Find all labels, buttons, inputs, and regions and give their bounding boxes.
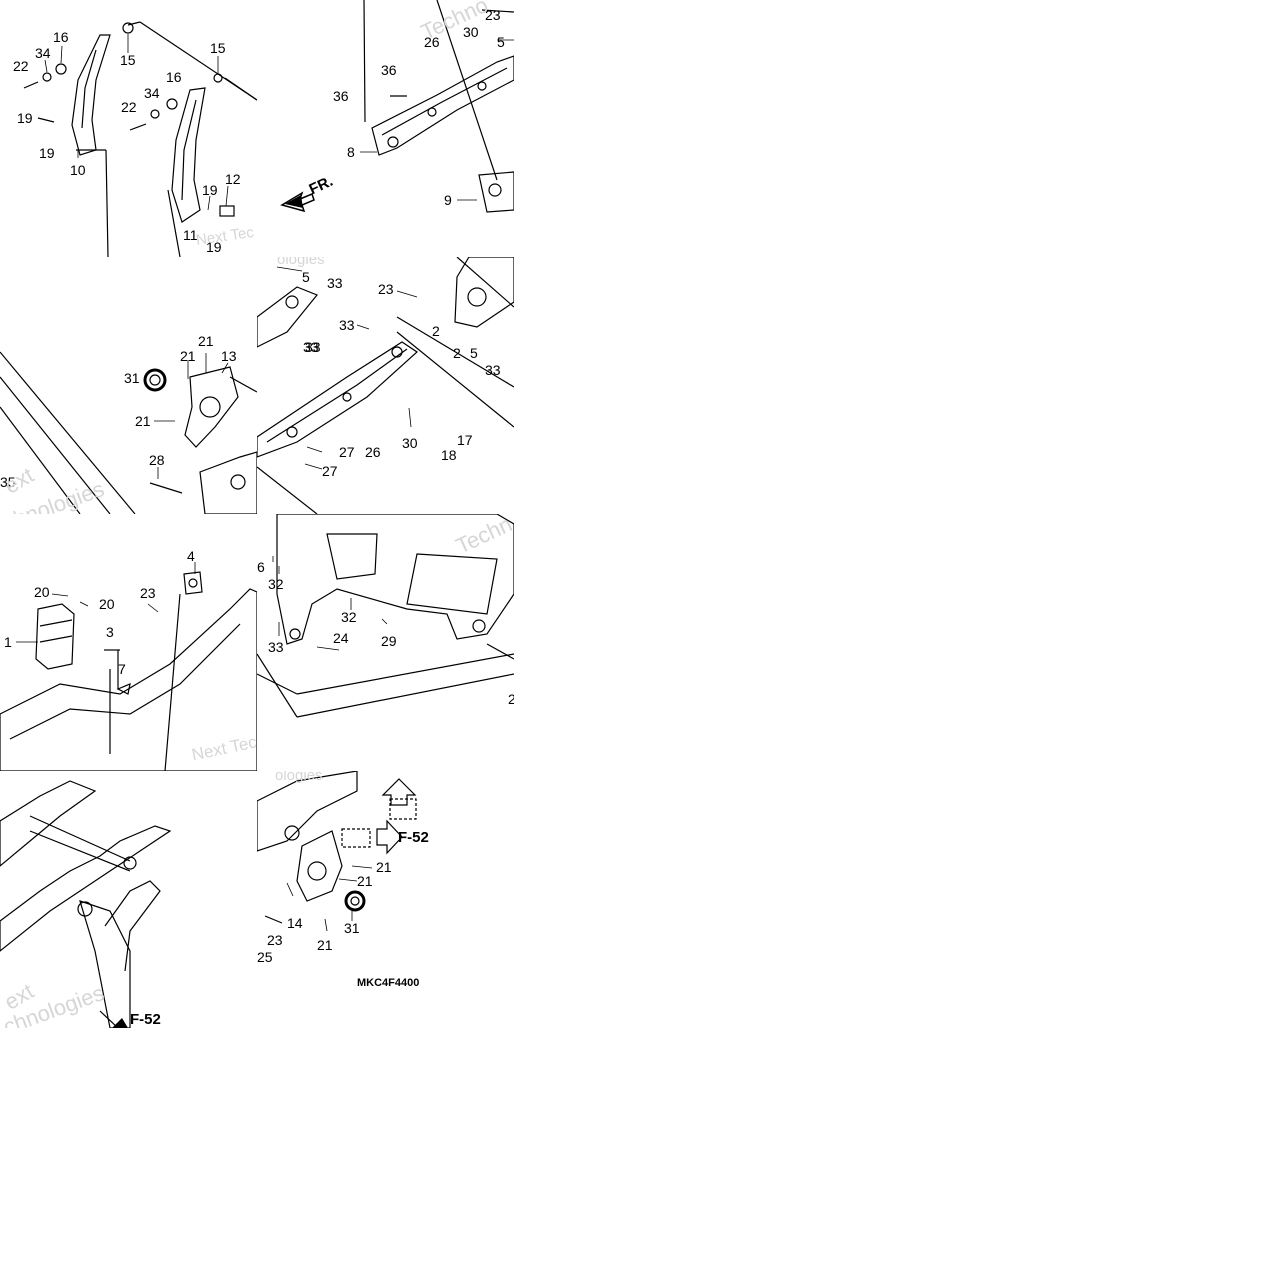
callout-label: 18 bbox=[441, 447, 457, 463]
callout-label: 30 bbox=[402, 435, 418, 451]
ecu-mount-drawing bbox=[0, 562, 257, 771]
callout-label: 22 bbox=[121, 99, 137, 115]
callout-label: 29 bbox=[381, 633, 397, 649]
callout-label: 15 bbox=[210, 40, 226, 56]
callout-label: 8 bbox=[347, 144, 355, 160]
callout-label: 5 bbox=[470, 345, 478, 361]
callout-label: 23 bbox=[140, 585, 156, 601]
callout-label: 13 bbox=[221, 348, 237, 364]
callout-label: 23 bbox=[485, 7, 501, 23]
callout-label: 19 bbox=[39, 145, 55, 161]
callout-label: 22 bbox=[13, 58, 29, 74]
callout-label: 21 bbox=[376, 859, 392, 875]
callout-label: 27 bbox=[339, 444, 355, 460]
front-arrow-icon bbox=[280, 191, 315, 213]
callout-label: 2 bbox=[508, 691, 514, 707]
callout-label: 19 bbox=[202, 182, 218, 198]
callout-label: 33 bbox=[485, 362, 501, 378]
callout-label: 36 bbox=[333, 88, 349, 104]
callout-label: 32 bbox=[341, 609, 357, 625]
reference-f52-label: F-52 bbox=[130, 1011, 161, 1028]
callout-label: 1 bbox=[4, 634, 12, 650]
diagram-tile-mounting: 5 33 23 33 33 2 2 5 33 33 30 17 26 27 27… bbox=[257, 257, 514, 514]
callout-label: 21 bbox=[135, 413, 151, 429]
callout-label: 33 bbox=[305, 339, 321, 355]
callout-label: 16 bbox=[53, 29, 69, 45]
callout-label: 17 bbox=[457, 432, 473, 448]
callout-label: 20 bbox=[99, 596, 115, 612]
subframe-drawing bbox=[0, 780, 172, 1028]
callout-label: 10 bbox=[70, 162, 86, 178]
callout-label: 33 bbox=[268, 639, 284, 655]
callout-label: 33 bbox=[339, 317, 355, 333]
callout-label: 32 bbox=[268, 576, 284, 592]
diagram-tile-main-frame: 6 32 32 33 24 29 2 Techn bbox=[257, 514, 514, 771]
callout-label: 19 bbox=[17, 110, 33, 126]
callout-label: 25 bbox=[257, 949, 273, 965]
callout-label: 21 bbox=[357, 873, 373, 889]
callout-label: 35 bbox=[0, 474, 16, 490]
right-cover-drawing bbox=[257, 771, 417, 932]
callout-label: 33 bbox=[303, 339, 319, 355]
frame-drawing bbox=[280, 0, 514, 213]
callout-label: 28 bbox=[149, 452, 165, 468]
main-frame-drawing bbox=[257, 514, 514, 718]
callout-label: 31 bbox=[344, 920, 360, 936]
reference-f52-label: F-52 bbox=[398, 829, 429, 846]
callout-label: 26 bbox=[424, 34, 440, 50]
bracket-drawing bbox=[23, 21, 257, 257]
callout-label: 24 bbox=[333, 630, 349, 646]
callout-label: 26 bbox=[365, 444, 381, 460]
callout-label: 16 bbox=[166, 69, 182, 85]
callout-label: 33 bbox=[327, 275, 343, 291]
diagram-code-label: MKC4F4400 bbox=[357, 977, 420, 989]
callout-label: 20 bbox=[34, 584, 50, 600]
diagram-tile-rear-brackets: 16 34 22 19 19 10 15 15 16 34 22 19 12 1… bbox=[0, 0, 257, 257]
callout-label: 2 bbox=[432, 323, 440, 339]
diagram-tile-ecu-mount: 4 20 20 23 3 1 7 Next Tec bbox=[0, 514, 257, 771]
callout-label: 31 bbox=[124, 370, 140, 386]
callout-label: 3 bbox=[106, 624, 114, 640]
callout-label: 21 bbox=[180, 348, 196, 364]
callout-label: 12 bbox=[225, 171, 241, 187]
callout-label: 23 bbox=[378, 281, 394, 297]
diagram-tile-subframe: F-52 ext chnologies bbox=[0, 771, 257, 1028]
callout-label: 30 bbox=[463, 24, 479, 40]
callout-label: 34 bbox=[35, 45, 51, 61]
callout-label: 7 bbox=[118, 661, 126, 677]
callout-label: 15 bbox=[120, 52, 136, 68]
callout-label: 6 bbox=[257, 559, 265, 575]
callout-label: 4 bbox=[187, 548, 195, 564]
callout-label: 34 bbox=[144, 85, 160, 101]
callout-label: 27 bbox=[322, 463, 338, 479]
callout-label: 14 bbox=[287, 915, 303, 931]
callout-label: 5 bbox=[302, 269, 310, 285]
callout-label: 23 bbox=[267, 932, 283, 948]
callout-label: 19 bbox=[206, 239, 222, 255]
callout-label: 21 bbox=[317, 937, 333, 953]
diagram-tile-right-cover: F-52 21 21 14 23 21 31 25 MKC4F4400 olog… bbox=[257, 771, 514, 1028]
callout-label: 5 bbox=[497, 34, 505, 50]
callout-label: 2 bbox=[453, 345, 461, 361]
callout-label: 11 bbox=[183, 227, 198, 243]
diagram-tile-cover-plate: 31 21 21 13 21 28 35 ext chnologies bbox=[0, 257, 257, 514]
callout-label: 9 bbox=[444, 192, 452, 208]
diagram-tile-frame-top: 23 30 26 5 36 36 8 9 FR. Techno bbox=[257, 0, 514, 257]
callout-label: 36 bbox=[381, 62, 397, 78]
cover-plate-drawing bbox=[0, 351, 257, 514]
callout-label: 21 bbox=[198, 333, 214, 349]
mounting-drawing bbox=[257, 257, 514, 514]
